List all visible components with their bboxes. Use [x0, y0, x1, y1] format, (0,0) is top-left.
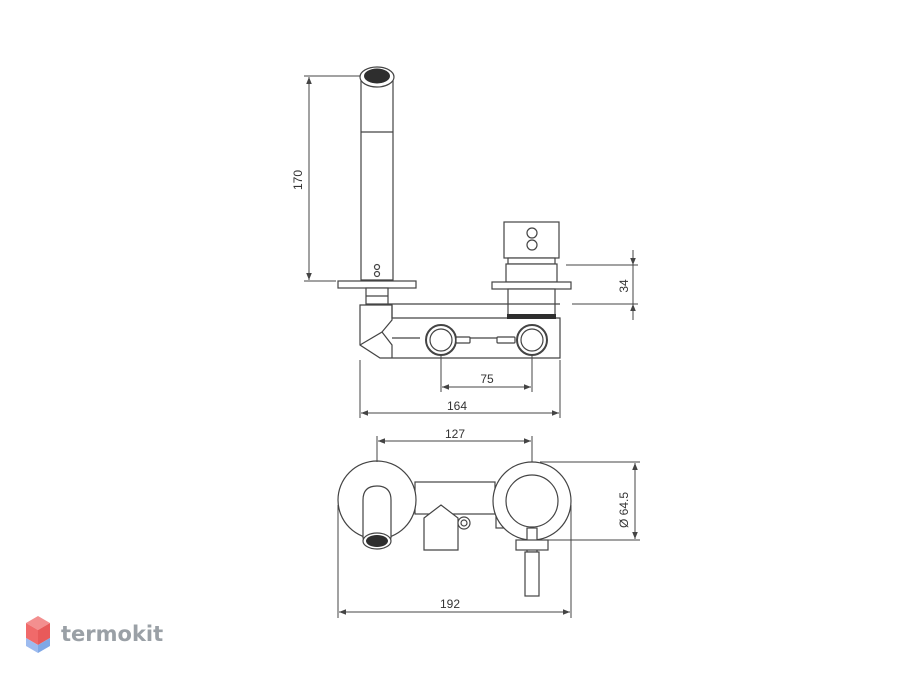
- dimension-164: [359, 360, 561, 418]
- connecting-body: [414, 481, 496, 515]
- side-view: [337, 66, 572, 359]
- dimension-34: [566, 250, 638, 320]
- logo-text: termokit: [61, 622, 163, 646]
- dimension-label-164: 164: [447, 399, 467, 413]
- dimension-170: [304, 75, 360, 282]
- dimension-label-170: 170: [291, 170, 305, 190]
- mixer-cover-plate: [492, 461, 572, 597]
- dimension-label-34: 34: [617, 279, 631, 293]
- diverter-side: [425, 324, 471, 356]
- mixer-cartridge-side: [496, 324, 548, 356]
- dimension-75: [440, 356, 533, 392]
- dimension-label-192: 192: [440, 597, 460, 611]
- dimension-label-127: 127: [445, 427, 465, 441]
- dimension-label-75: 75: [480, 372, 494, 386]
- spout-cover-plate: [337, 460, 417, 550]
- spout: [359, 66, 395, 281]
- hexagon-cube-icon: [26, 616, 50, 653]
- dimension-192: [337, 505, 572, 618]
- dimension-label-diameter: Ø 64.5: [617, 492, 631, 528]
- termokit-logo: termokit: [26, 616, 163, 653]
- dimension-127: [376, 436, 533, 462]
- dimension-diameter: [540, 461, 640, 541]
- diverter-knob-front: [423, 504, 471, 551]
- mixer-handle-side: [491, 221, 572, 319]
- spout-plate: [337, 280, 417, 305]
- front-view: [337, 460, 572, 597]
